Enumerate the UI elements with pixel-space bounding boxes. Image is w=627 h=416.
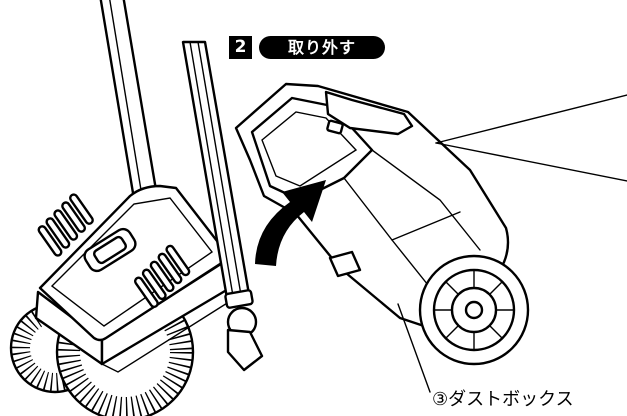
step-action-label: 取り外す	[259, 36, 385, 59]
curved-arrow-icon	[255, 180, 326, 266]
lid-ribs-left	[37, 193, 94, 257]
lid-ribs-right	[133, 244, 191, 309]
dust-box-wheel	[418, 254, 530, 366]
step-number-badge: 2	[229, 36, 252, 59]
dust-box-lid-tab	[324, 90, 414, 136]
dust-box-callout: ③ダストボックス	[432, 389, 574, 410]
pointer-lines	[435, 94, 627, 182]
callout-leader-line	[397, 303, 431, 393]
handle-pole-front	[181, 40, 264, 372]
grip-slot	[83, 227, 137, 273]
handle-pole-rear	[99, 0, 158, 195]
